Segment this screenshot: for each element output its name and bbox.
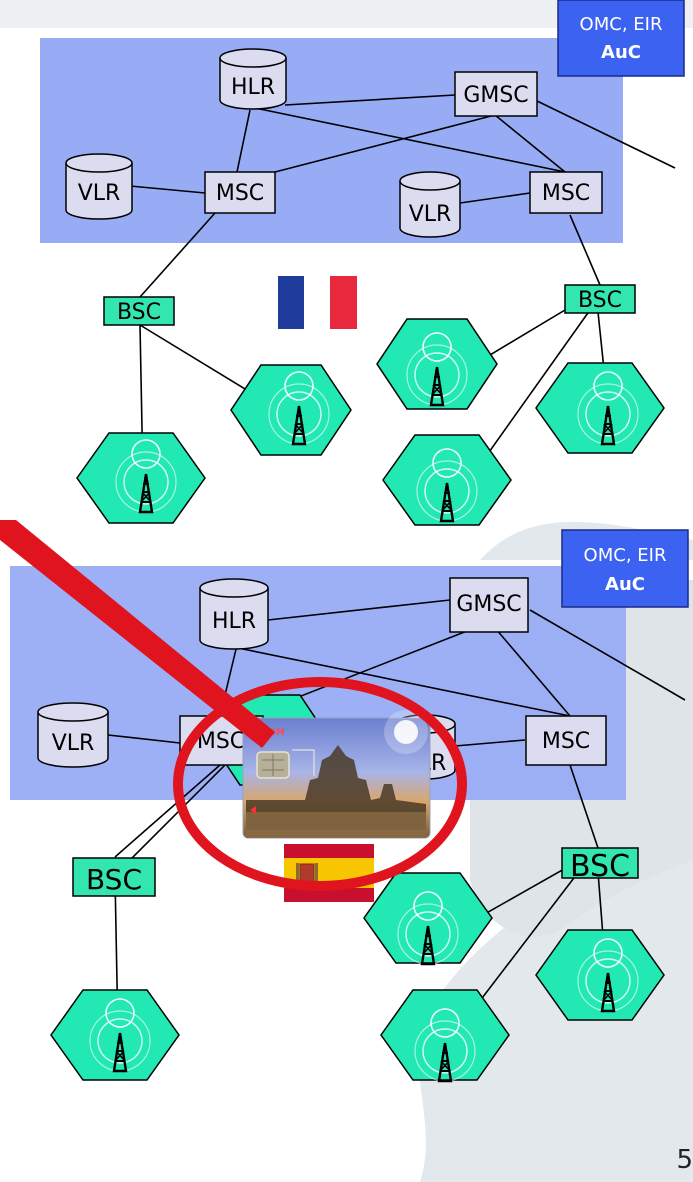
msc-node: MSC (525, 715, 607, 766)
msc-label: MSC (542, 729, 590, 754)
page-number: 5 (676, 1145, 693, 1175)
bsc-label: BSC (117, 300, 161, 325)
bsc-node: BSC (72, 857, 156, 897)
auc-label: AuC (601, 42, 641, 63)
spain-flag (284, 844, 374, 902)
auc-label: AuC (605, 574, 645, 595)
hlr-database: HLR (199, 578, 269, 650)
gmsc-label: GMSC (463, 83, 528, 108)
omc-label: OMC, EIR (584, 545, 667, 566)
gmsc-node: GMSC (449, 577, 529, 633)
cell-site (380, 989, 510, 1083)
cell-site (230, 364, 352, 456)
cell-site (363, 872, 493, 966)
vlr-database: VLR (399, 171, 461, 238)
network-france: OMC, EIR AuC (40, 0, 685, 526)
omc-eir-auc-box: OMC, EIR AuC (557, 0, 685, 77)
highlight-annotation (0, 520, 467, 891)
bsc-label: BSC (578, 288, 622, 313)
omc-eir-auc-box: OMC, EIR AuC (561, 529, 689, 608)
cell-site (382, 434, 512, 526)
cell-site (76, 432, 206, 524)
bsc-node: BSC (561, 847, 639, 884)
cell-site (376, 318, 498, 410)
france-flag (278, 276, 357, 329)
gmsc-label: GMSC (456, 592, 521, 617)
vlr-label: VLR (78, 181, 121, 206)
network-links (129, 94, 676, 501)
vlr-label: VLR (52, 731, 95, 756)
msc-node: MSC (204, 171, 276, 214)
gmsc-node: GMSC (454, 71, 538, 117)
msc-node: MSC (529, 171, 603, 214)
hlr-database: HLR (219, 48, 287, 110)
vlr-database: VLR (65, 153, 133, 220)
hlr-label: HLR (212, 609, 256, 634)
vlr-label: VLR (409, 202, 452, 227)
cell-site (50, 989, 180, 1081)
cell-site (535, 929, 665, 1021)
hlr-label: HLR (231, 75, 275, 100)
msc-label: MSC (197, 729, 245, 754)
bsc-label: BSC (570, 849, 630, 884)
msc-label: MSC (542, 181, 590, 206)
bsc-node: BSC (564, 284, 636, 314)
msc-label: MSC (216, 181, 264, 206)
bsc-node: BSC (103, 296, 175, 326)
cell-site (535, 362, 665, 454)
bsc-label: BSC (86, 863, 142, 896)
vlr-database: VLR (37, 702, 109, 768)
omc-label: OMC, EIR (580, 14, 663, 35)
